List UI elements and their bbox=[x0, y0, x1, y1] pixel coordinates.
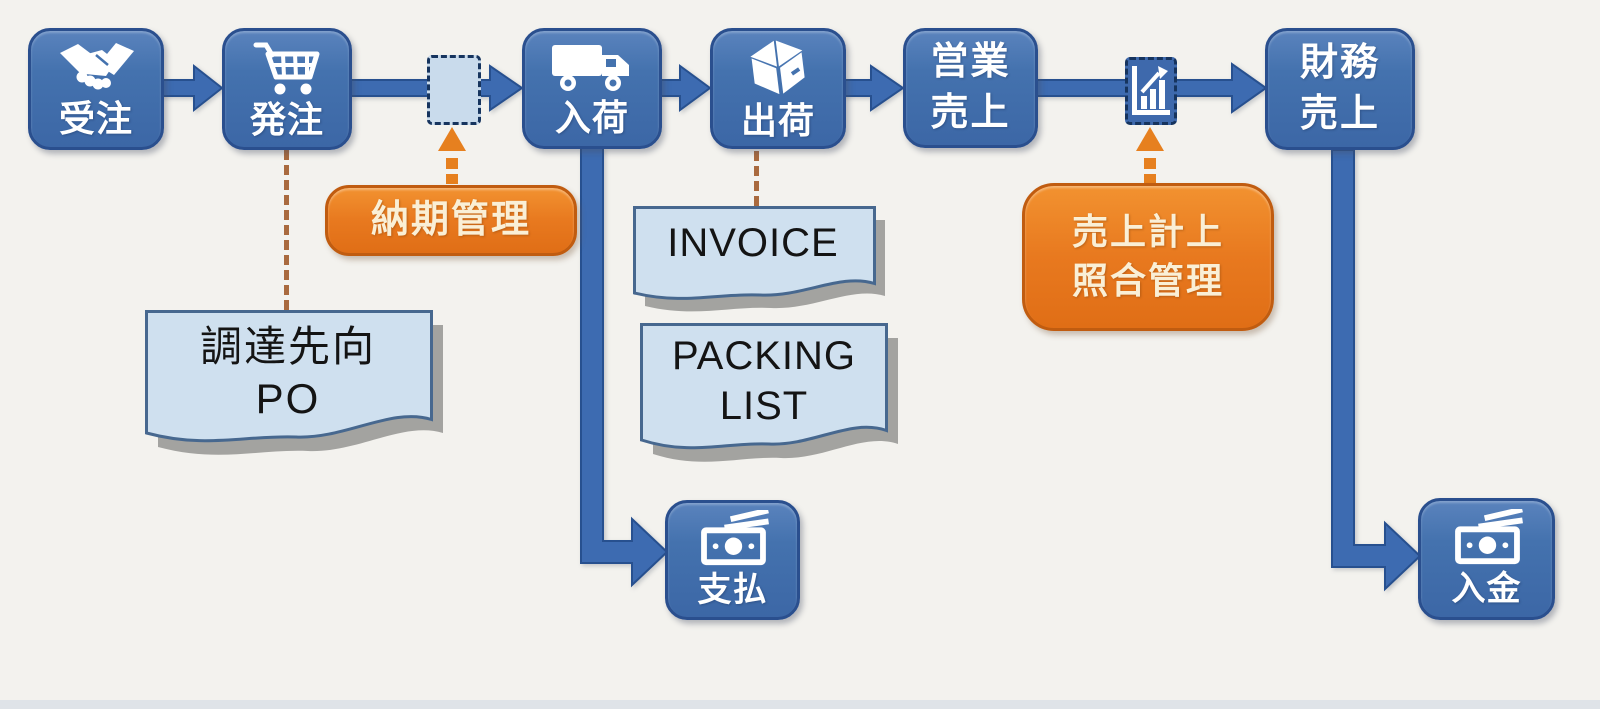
node-shipment: 出荷 bbox=[710, 28, 846, 149]
delivery-date-management-box: 納期管理 bbox=[325, 185, 577, 256]
connector-finance-to-deposit bbox=[1331, 150, 1422, 592]
node-label: 支払 bbox=[697, 571, 768, 610]
arrow-receipt-to-shipment bbox=[660, 64, 712, 112]
arrow-shipment-to-sales bbox=[843, 64, 905, 112]
dashed-line-shipment-to-invoice bbox=[754, 151, 759, 206]
node-sales-revenue: 営業売上 bbox=[903, 28, 1038, 148]
dotted-arrow-delivery-management bbox=[438, 127, 466, 184]
document-packing-list bbox=[640, 323, 898, 462]
node-purchase-order: 発注 bbox=[222, 28, 352, 150]
node-payment: 支払 bbox=[665, 500, 800, 620]
node-label: 出荷 bbox=[740, 99, 815, 141]
handshake-icon bbox=[60, 43, 134, 90]
management-label: 納期管理 bbox=[370, 198, 531, 241]
document-supplier-po bbox=[145, 310, 443, 455]
node-order-received: 受注 bbox=[28, 28, 164, 150]
chart-up-icon bbox=[1132, 66, 1170, 115]
document-invoice-text: INVOICE bbox=[667, 221, 839, 265]
node-goods-receipt: 入荷 bbox=[522, 28, 662, 149]
dotted-arrow-sales-reconciliation bbox=[1136, 127, 1164, 184]
cart-icon bbox=[253, 42, 320, 95]
package-icon bbox=[750, 39, 805, 94]
management-label: 売上計上照合管理 bbox=[1071, 211, 1224, 301]
connector-receipt-to-payment bbox=[580, 148, 669, 588]
node-label: 営業売上 bbox=[930, 40, 1011, 134]
node-finance-revenue: 財務売上 bbox=[1265, 28, 1415, 150]
document-invoice bbox=[633, 206, 885, 312]
money-icon bbox=[1454, 509, 1523, 565]
sales-check-box bbox=[1125, 57, 1177, 125]
dashed-line-purchase-to-po bbox=[284, 150, 289, 310]
arrow-order-to-purchase bbox=[161, 63, 224, 113]
node-deposit: 入金 bbox=[1418, 498, 1555, 620]
truck-icon bbox=[552, 44, 629, 91]
node-label: 発注 bbox=[249, 99, 324, 141]
node-label: 財務売上 bbox=[1299, 41, 1380, 135]
checkpoint-box bbox=[427, 55, 481, 125]
node-label: 入金 bbox=[1451, 570, 1522, 609]
node-label: 受注 bbox=[58, 98, 133, 140]
sales-reconciliation-box: 売上計上照合管理 bbox=[1022, 183, 1274, 331]
node-label: 入荷 bbox=[554, 96, 629, 138]
money-icon bbox=[700, 510, 769, 566]
